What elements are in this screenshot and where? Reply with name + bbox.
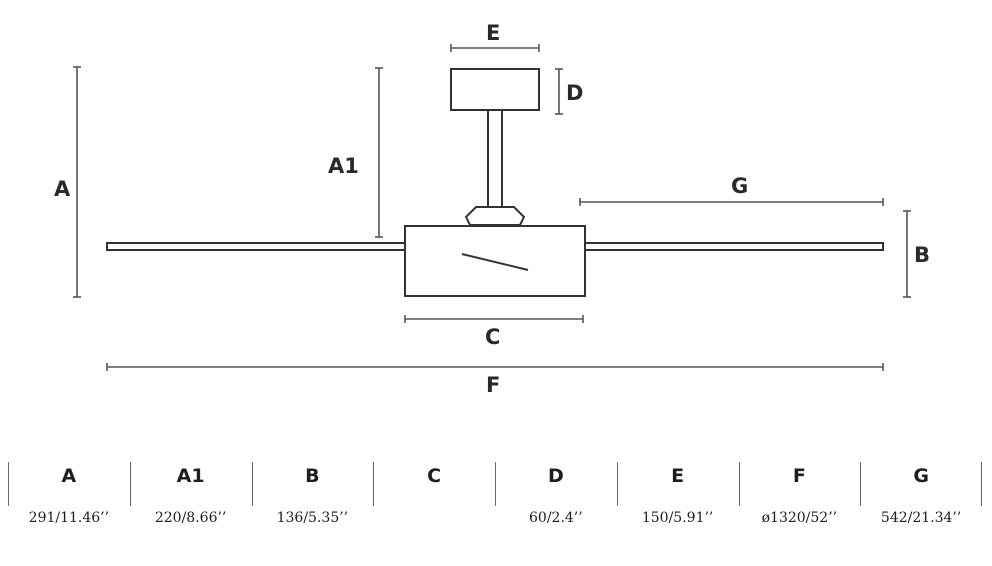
- column-divider: [495, 462, 496, 506]
- spec-header: C: [427, 465, 442, 487]
- spec-value: [373, 508, 495, 528]
- spec-value: 150/5.91’’: [641, 510, 714, 526]
- column-divider: [981, 462, 982, 506]
- spec-value: 220/8.66’’: [154, 510, 227, 526]
- spec-value: 60/2.4’’: [529, 510, 583, 526]
- spec-header: D: [547, 465, 564, 487]
- motor-collar: [464, 206, 526, 226]
- spec-value: 136/5.35’’: [276, 510, 349, 526]
- spec-column-A: A 291/11.46’’: [8, 462, 130, 528]
- spec-header: A: [61, 465, 77, 487]
- dimension-D: [555, 68, 563, 115]
- dimension-C: [404, 315, 584, 323]
- spec-header: A1: [176, 465, 205, 487]
- column-divider: [616, 462, 618, 506]
- label-D: D: [566, 81, 583, 105]
- label-F: F: [486, 373, 500, 397]
- spec-value: 542/21.34’’: [880, 510, 962, 526]
- column-divider: [860, 462, 862, 506]
- column-divider: [738, 462, 740, 506]
- dimension-F: [106, 363, 884, 371]
- dimension-G: [579, 198, 884, 206]
- dimension-E: [450, 44, 540, 52]
- column-divider: [129, 462, 131, 506]
- downrod: [487, 109, 503, 208]
- spec-column-B: B 136/5.35’’: [251, 462, 374, 528]
- spec-header: B: [305, 465, 320, 487]
- canopy: [450, 68, 540, 111]
- spec-value: 291/11.46’’: [28, 510, 110, 526]
- left-blade: [106, 242, 406, 251]
- right-blade: [584, 242, 884, 251]
- column-divider: [251, 462, 253, 506]
- spec-header: G: [913, 465, 929, 487]
- dimension-A: [73, 66, 81, 298]
- spec-header: E: [671, 465, 685, 487]
- column-divider: [373, 462, 375, 506]
- spec-column-D: D 60/2.4’’: [495, 462, 617, 528]
- spec-column-G: G 542/21.34’’: [860, 462, 982, 528]
- spec-column-F: F ø1320/52’’: [738, 462, 861, 528]
- label-C: C: [485, 325, 500, 349]
- dimension-spec-table: A 291/11.46’’ A1 220/8.66’’ B 136/5.35’’…: [8, 462, 982, 528]
- label-B: B: [914, 243, 930, 267]
- column-divider: [8, 462, 9, 506]
- fan-dimension-diagram: A A1 E D G B C F: [54, 21, 930, 397]
- label-A: A: [54, 177, 71, 201]
- dimension-B: [903, 210, 911, 298]
- spec-header: F: [792, 465, 806, 487]
- spec-value: ø1320/52’’: [761, 510, 838, 526]
- label-G: G: [731, 174, 748, 198]
- spec-column-C: C: [373, 462, 495, 528]
- label-A1: A1: [328, 154, 359, 178]
- dimension-A1: [375, 67, 383, 238]
- motor-switch-line: [461, 253, 529, 271]
- spec-column-A1: A1 220/8.66’’: [129, 462, 252, 528]
- spec-column-E: E 150/5.91’’: [616, 462, 739, 528]
- label-E: E: [486, 21, 500, 45]
